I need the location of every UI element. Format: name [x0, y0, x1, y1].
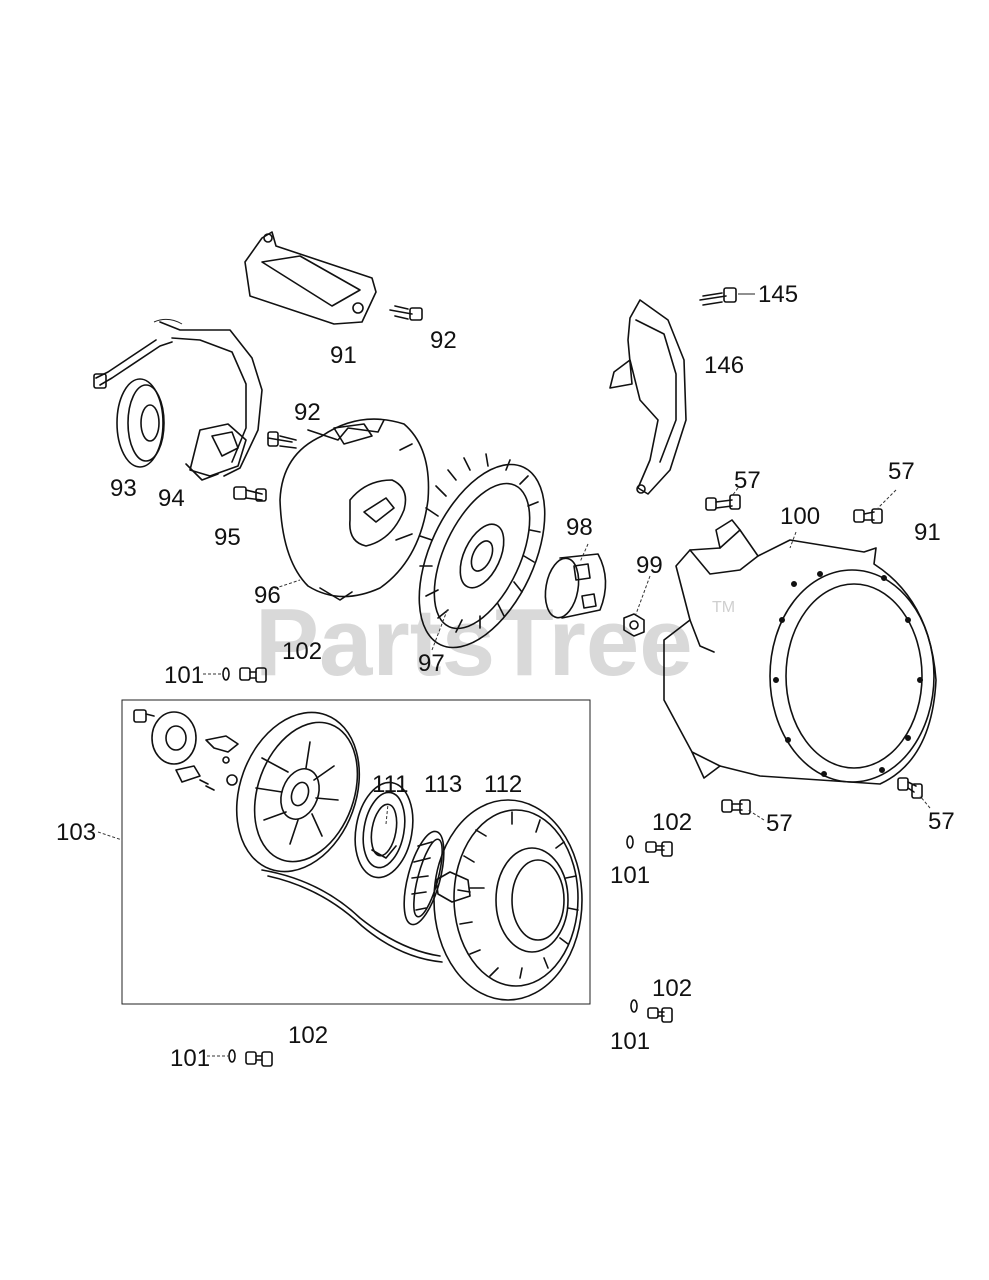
callout-95: 95 [214, 524, 241, 551]
part-102-bolt-b [645, 841, 673, 857]
part-112-starter-cover [433, 799, 583, 1001]
callout-146: 146 [704, 352, 744, 379]
part-103-starter-internals [133, 709, 443, 963]
part-96-flywheel [279, 418, 430, 601]
callout-57-d: 57 [928, 808, 955, 835]
part-95-bolt [233, 486, 267, 502]
callout-94: 94 [158, 485, 185, 512]
part-57-bolt-b [853, 508, 883, 524]
callout-102-c: 102 [652, 975, 692, 1002]
part-102-bolt-d [245, 1051, 273, 1067]
watermark-tm: TM [712, 599, 735, 616]
part-102-bolt-c [647, 1007, 673, 1023]
callout-99: 99 [636, 552, 663, 579]
callout-145: 145 [758, 281, 798, 308]
part-101-washer-c [630, 999, 638, 1013]
part-92-bolt-mid [267, 431, 297, 449]
part-57-bolt-c [721, 799, 751, 815]
callout-101-c: 101 [610, 1028, 650, 1055]
part-101-washer-d [228, 1049, 236, 1063]
part-101-washer-a [222, 667, 230, 681]
part-113-pulley [403, 830, 445, 926]
part-98-cup [544, 553, 607, 619]
part-94-ignition-coil [93, 318, 263, 481]
callout-101-d: 101 [170, 1045, 210, 1072]
part-93-seal [116, 378, 165, 468]
callout-91-top: 91 [330, 342, 357, 369]
part-146-shield [609, 299, 687, 495]
callout-102-d: 102 [288, 1022, 328, 1049]
callout-57-c: 57 [766, 810, 793, 837]
callout-92-mid: 92 [294, 399, 321, 426]
callout-93: 93 [110, 475, 137, 502]
callout-91-right: 91 [914, 519, 941, 546]
part-103-group-box [121, 699, 591, 1005]
part-145-bolt [699, 287, 755, 306]
callout-92-top: 92 [430, 327, 457, 354]
callout-98: 98 [566, 514, 593, 541]
callout-57-a: 57 [734, 467, 761, 494]
callout-102-b: 102 [652, 809, 692, 836]
part-97-fan [418, 453, 546, 649]
callout-102-a: 102 [282, 638, 322, 665]
part-99-nut [623, 613, 645, 637]
part-111-spring [354, 781, 414, 879]
part-102-bolt-a [239, 667, 267, 683]
callout-111: 111 [372, 771, 408, 798]
callout-103: 103 [56, 819, 96, 846]
part-91-bracket [244, 231, 377, 325]
callout-100: 100 [780, 503, 820, 530]
part-92-bolt-top [389, 305, 423, 321]
callout-101-b: 101 [610, 862, 650, 889]
leader-lines [97, 487, 931, 1057]
callout-57-b: 57 [888, 458, 915, 485]
part-100-blower-housing [663, 519, 937, 785]
part-101-washer-b [626, 835, 634, 849]
part-57-bolt-a [705, 494, 741, 511]
callout-113: 113 [424, 771, 462, 798]
callout-96: 96 [254, 582, 281, 609]
part-57-bolt-d [897, 777, 923, 799]
callout-112: 112 [484, 771, 522, 798]
callout-97: 97 [418, 650, 445, 677]
callout-101-a: 101 [164, 662, 204, 689]
